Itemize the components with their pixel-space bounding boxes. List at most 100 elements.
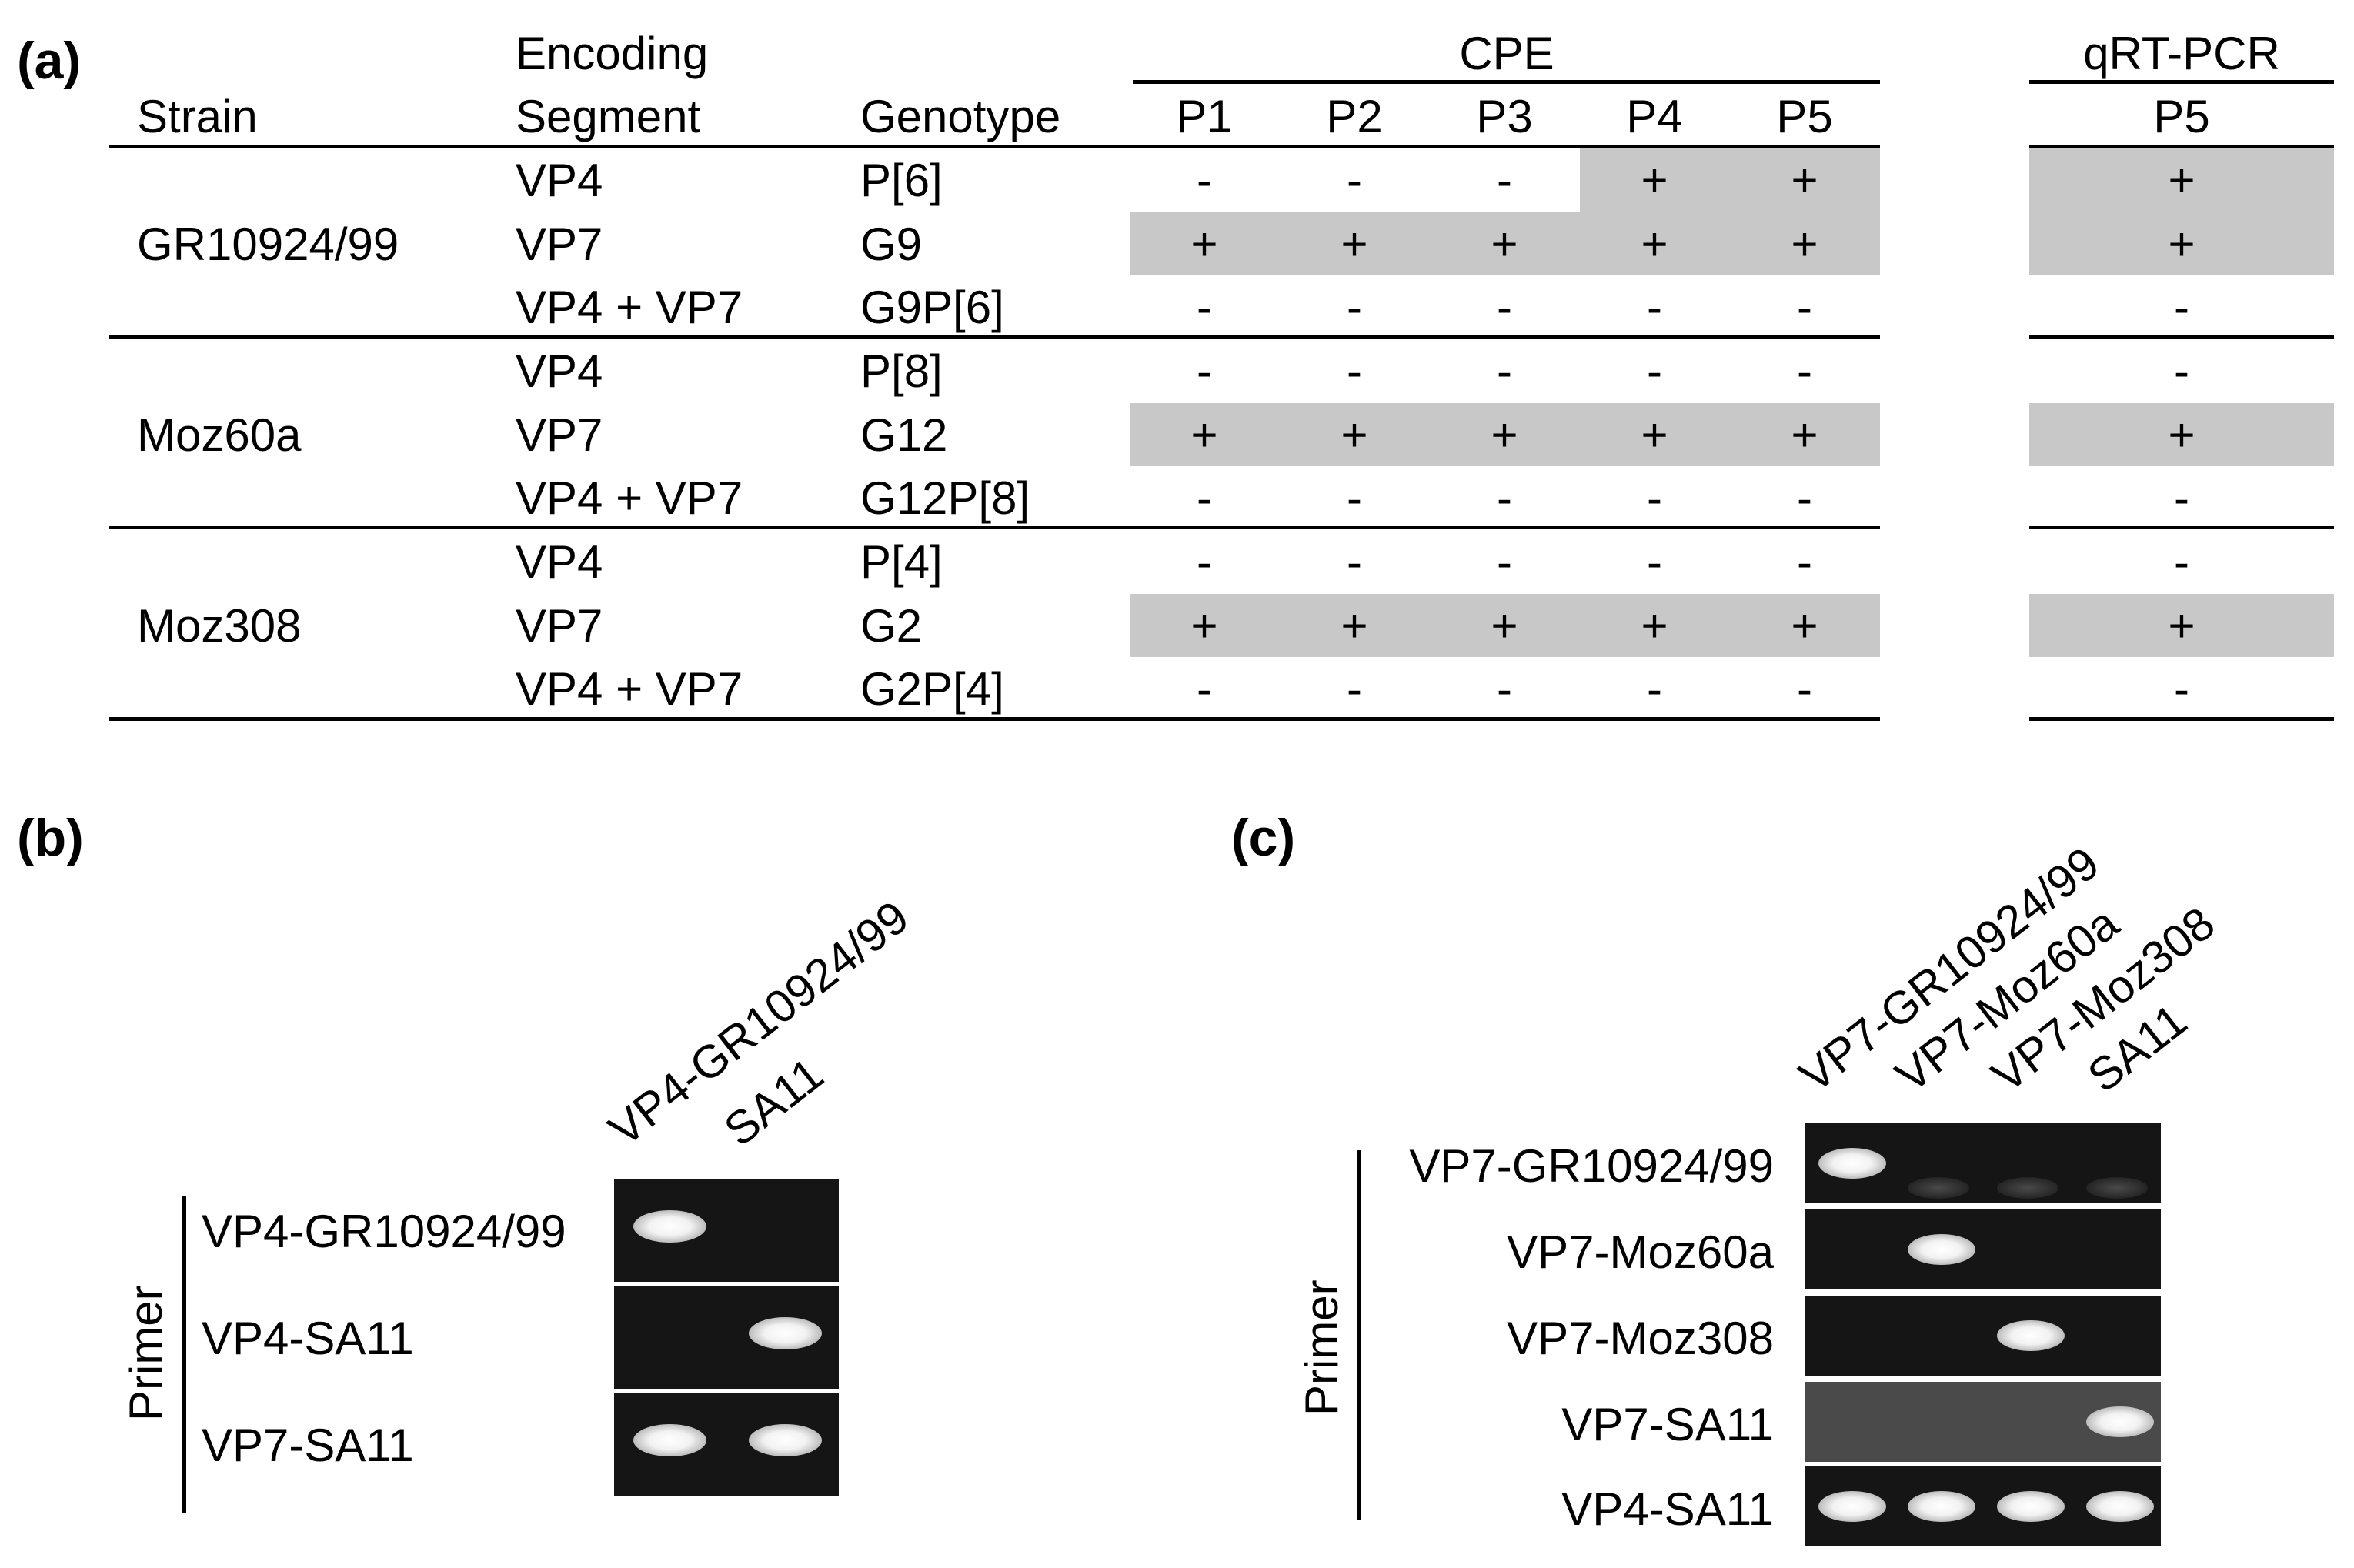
cpe-qrtpcr-table: Strain Encoding Segment Genotype CPE qRT… [0, 0, 2354, 739]
gel-band [633, 1424, 706, 1456]
bottom-rule [109, 717, 1880, 721]
positive-shade [1130, 593, 1280, 658]
cpe-result: - [1197, 663, 1212, 716]
encoding-segment: VP4 [516, 536, 603, 588]
positive-shade-qrt [2029, 148, 2334, 212]
cpe-result: - [1647, 663, 1662, 716]
positive-shade-qrt [2029, 593, 2334, 658]
cpe-result: - [1497, 282, 1512, 334]
cpe-result: - [1647, 536, 1662, 588]
gel-band [1997, 1320, 2065, 1351]
encoding-segment: VP7 [516, 218, 603, 270]
panel-b-label: (b) [17, 809, 84, 867]
positive-shade-qrt [2029, 402, 2334, 467]
cpe-result: - [1647, 472, 1662, 525]
gel-band [1908, 1491, 1975, 1522]
header-encoding: Encoding [516, 28, 709, 79]
cpe-result: - [1197, 472, 1212, 525]
genotype: P[4] [860, 536, 943, 588]
gel-band [1818, 1148, 1886, 1179]
gel-band [2086, 1491, 2154, 1522]
cpe-result: - [1797, 282, 1812, 334]
primer-name: VP7-SA11 [1561, 1399, 1774, 1450]
group-rule-1 [109, 335, 1880, 339]
gel-band [749, 1424, 822, 1456]
header-qrt-p5: P5 [2153, 91, 2210, 142]
qrt-result: - [2174, 472, 2189, 525]
panel-a-label: (a) [17, 32, 82, 90]
primer-name: VP4-SA11 [202, 1313, 414, 1364]
positive-shade [1730, 402, 1880, 467]
cpe-result: - [1197, 345, 1212, 397]
primer-name: VP7-Moz60a [1507, 1226, 1774, 1278]
cpe-result: - [1347, 663, 1362, 716]
encoding-segment: VP4 + VP7 [516, 663, 743, 716]
cpe-result: - [1497, 345, 1512, 397]
positive-shade [1280, 593, 1430, 658]
cpe-result: + [1190, 599, 1218, 652]
strain-name: GR10924/99 [137, 218, 399, 270]
header-passage-4: P4 [1626, 91, 1683, 142]
positive-shade [1580, 402, 1730, 467]
positive-shade [1280, 212, 1430, 276]
encoding-segment: VP7 [516, 599, 603, 652]
qrt-result: + [2168, 599, 2195, 652]
genotype: G12 [860, 409, 948, 461]
qrt-rule [2029, 80, 2334, 84]
primer-name: VP7-GR10924/99 [1409, 1140, 1774, 1192]
encoding-segment: VP4 + VP7 [516, 472, 743, 525]
primer-bracket [182, 1196, 186, 1513]
header-passage-3: P3 [1476, 91, 1533, 142]
cpe-result: - [1197, 155, 1212, 206]
cpe-result: + [1341, 409, 1368, 461]
cpe-result: + [1491, 599, 1518, 652]
header-rule-main [109, 145, 1880, 148]
cpe-result: + [1491, 409, 1518, 461]
cpe-result: - [1647, 345, 1662, 397]
header-passage-5: P5 [1776, 91, 1833, 142]
cpe-result: + [1491, 218, 1518, 270]
header-cpe: CPE [1459, 28, 1554, 79]
primer-name: VP4-SA11 [1561, 1483, 1774, 1535]
positive-shade [1430, 402, 1580, 467]
cpe-result: + [1341, 218, 1368, 270]
group-rule-2-qrt [2029, 526, 2334, 529]
faint-band [1908, 1177, 1969, 1199]
qrt-result: - [2174, 345, 2189, 397]
cpe-result: + [1791, 218, 1818, 270]
positive-shade [1580, 212, 1730, 276]
group-rule-2 [109, 526, 1880, 529]
cpe-result: - [1197, 536, 1212, 588]
qrt-result: - [2174, 536, 2189, 588]
qrt-result: - [2174, 663, 2189, 716]
positive-shade [1580, 593, 1730, 658]
primer-axis-label: Primer [120, 1285, 172, 1421]
primer-name: VP7-SA11 [202, 1420, 414, 1471]
genotype: G2 [860, 599, 923, 652]
encoding-segment: VP7 [516, 409, 603, 461]
qrt-result: - [2174, 282, 2189, 334]
cpe-result: + [1641, 599, 1668, 652]
header-passage-2: P2 [1326, 91, 1383, 142]
cpe-result: + [1641, 409, 1668, 461]
gel-band [749, 1317, 822, 1349]
qrt-result: + [2168, 155, 2195, 206]
encoding-segment: VP4 [516, 155, 603, 206]
gel-band [633, 1210, 706, 1243]
header-segment: Segment [516, 91, 701, 142]
cpe-result: - [1797, 345, 1812, 397]
cpe-result: - [1347, 472, 1362, 525]
gel-band [2086, 1406, 2154, 1437]
header-rule-qrt [2029, 145, 2334, 148]
genotype: G2P[4] [860, 663, 1004, 716]
cpe-result: - [1797, 536, 1812, 588]
genotype: G9 [860, 218, 923, 270]
gel-band [1908, 1234, 1975, 1265]
cpe-rule [1133, 80, 1880, 84]
cpe-result: - [1197, 282, 1212, 334]
positive-shade [1430, 593, 1580, 658]
positive-shade [1430, 212, 1580, 276]
header-genotype: Genotype [860, 91, 1061, 142]
positive-shade [1730, 148, 1880, 212]
header-strain: Strain [137, 91, 258, 142]
